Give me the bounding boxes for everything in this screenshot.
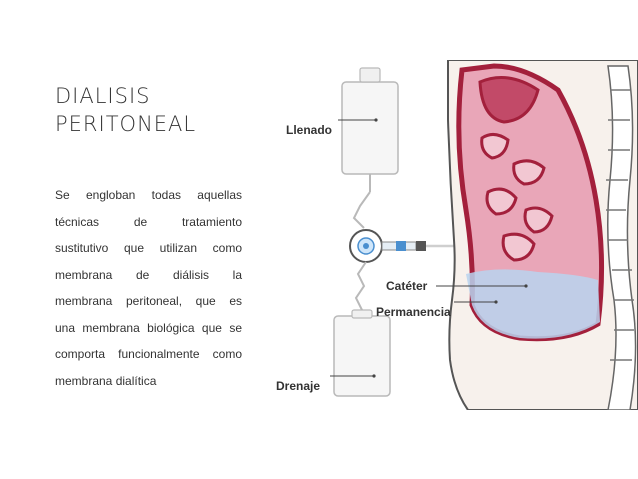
title-line-1: DIALISIS [55,84,151,108]
body-paragraph: Se engloban todas aquellas técnicas de t… [55,182,242,394]
dialysis-diagram: Llenado Catéter Permanencia Drenaje [276,60,638,410]
connector [349,229,426,263]
body-line: membrana dialítica [55,373,157,388]
body-line: técnicas de tratamiento [55,214,242,229]
body-line: membrana peritoneal, que es [55,294,242,308]
slide-title: DIALISIS PERITONEAL [55,82,275,138]
body-line: sustitutivo que utilizan como [55,241,242,255]
body-line: membrana de diálisis la [55,267,242,282]
dialysis-illustration: Llenado Catéter Permanencia Drenaje [268,60,638,410]
fill-bag [341,67,399,229]
dialysate-fluid [466,269,600,339]
label-permanencia: Permanencia [376,305,451,319]
body-line: comporta funcionalmente como [55,347,242,361]
abdomen-cross-section [447,60,638,410]
label-cateter: Catéter [386,279,428,293]
body-line: una membrana biológica que se [55,320,242,335]
body-line: Se engloban todas aquellas [55,188,242,202]
label-pointers [330,118,528,378]
label-drenaje: Drenaje [276,379,320,393]
title-line-2: PERITONEAL [55,112,197,136]
label-llenado: Llenado [286,123,332,137]
